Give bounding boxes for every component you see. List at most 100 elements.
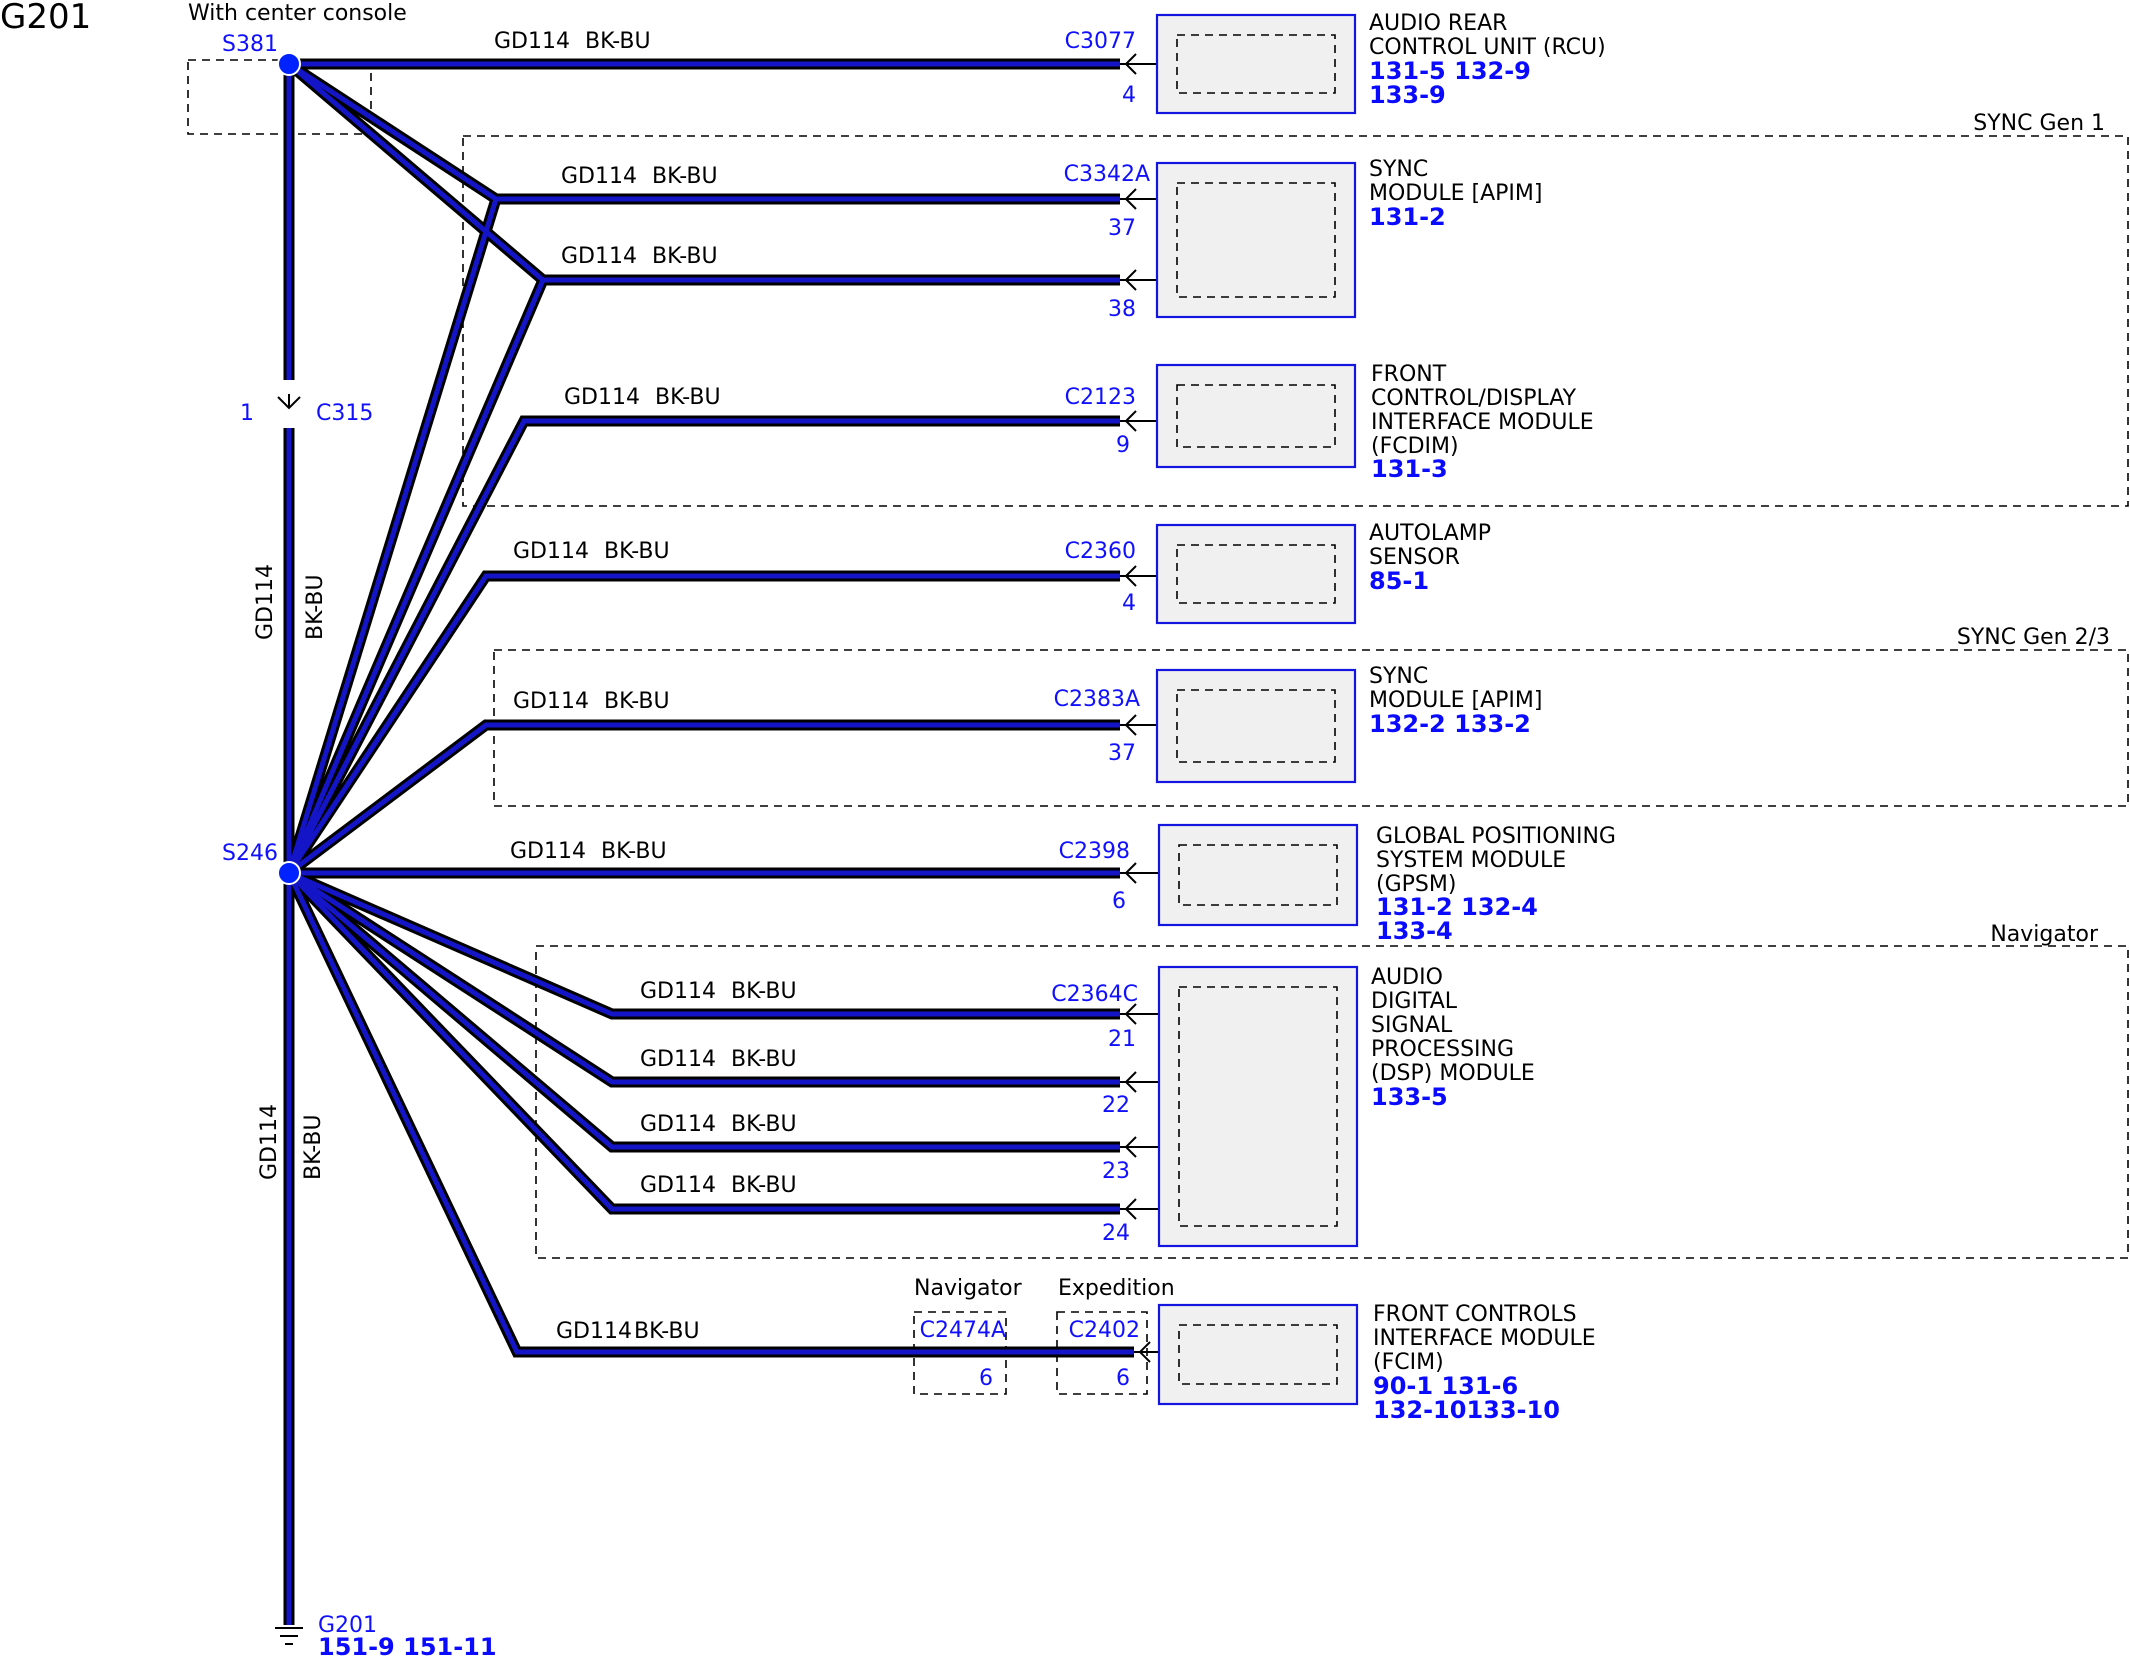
wire-label-code: GD114 [640, 1112, 716, 1137]
wire-label-color: BK-BU [652, 164, 718, 189]
wire-label-color: BK-BU [634, 1319, 700, 1344]
module-name-line: MODULE [APIM] [1369, 181, 1542, 206]
pin-label: 6 [1112, 889, 1126, 914]
wire-label-color: BK-BU [731, 1047, 797, 1072]
wire-label-color: BK-BU [731, 979, 797, 1004]
pin-label: 37 [1108, 216, 1136, 241]
ground-g201 [275, 1627, 303, 1645]
connector-arrow-symbol [1120, 1003, 1159, 1025]
connector-arrows [1120, 53, 1159, 1363]
connector-label: C2383A [1054, 687, 1140, 712]
pin-label: 38 [1108, 297, 1136, 322]
module-name-line: AUDIO REAR [1369, 11, 1507, 36]
pin-label: 4 [1122, 591, 1136, 616]
connector-arrow-symbol [1120, 410, 1157, 432]
connector-arrow-symbol [1120, 1071, 1159, 1093]
module-name-line: (DSP) MODULE [1371, 1061, 1535, 1086]
wire-label-code: GD114 [564, 385, 640, 410]
pin-label: 4 [1122, 83, 1136, 108]
module-fcim: C2474A 6 C2402 6 FRONT CONTROLS INTERFAC… [920, 1302, 1596, 1424]
pin-label: 21 [1108, 1027, 1136, 1052]
module-name-line: SYSTEM MODULE [1376, 848, 1566, 873]
wire-label-code: GD114 [561, 164, 637, 189]
connector-label: C2360 [1065, 539, 1136, 564]
module-name-line: AUTOLAMP [1369, 521, 1491, 546]
connector-arrow-symbol [1120, 188, 1157, 210]
module-name-line: FRONT [1371, 362, 1447, 387]
region-navigator-small-label: Navigator [914, 1276, 1023, 1301]
wire-label-code: GD114 [561, 244, 637, 269]
module-sync-gen23: C2383A 37 SYNC MODULE [APIM] 132-2 133-2 [1054, 664, 1542, 784]
page-ref: 133-9 [1369, 81, 1446, 109]
inline-connector-label: C315 [316, 401, 373, 426]
connector-arrow-symbol [1120, 862, 1159, 884]
module-rcu: C3077 4 AUDIO REAR CONTROL UNIT (RCU) 13… [1065, 11, 1606, 115]
vertical-wire-color-lower: BK-BU [301, 1114, 326, 1180]
region-sync-gen1-label: SYNC Gen 1 [1973, 111, 2105, 136]
module-name-line: DIGITAL [1371, 989, 1458, 1014]
wire-label-color: BK-BU [604, 539, 670, 564]
wire-label-color: BK-BU [604, 689, 670, 714]
wire-label-color: BK-BU [731, 1173, 797, 1198]
connector-arrow-symbol [1120, 1198, 1159, 1220]
wire-label-code: GD114 [640, 1047, 716, 1072]
module-name-line: SIGNAL [1371, 1013, 1453, 1038]
module-name-line: FRONT CONTROLS [1373, 1302, 1577, 1327]
page-ref: 131-2 132-4 [1376, 893, 1538, 921]
splice-s381 [277, 52, 301, 76]
wire-label-color: BK-BU [731, 1112, 797, 1137]
region-expedition-small-label: Expedition [1058, 1276, 1175, 1301]
module-name-line: (FCIM) [1373, 1350, 1444, 1375]
vertical-wire-code-upper: GD114 [253, 564, 278, 640]
inline-pin-label: 1 [240, 401, 254, 426]
wire-label-color: BK-BU [652, 244, 718, 269]
region-center-console-label: With center console [188, 1, 407, 26]
connector-arrow-symbol [1120, 53, 1157, 75]
module-name-line: MODULE [APIM] [1369, 688, 1542, 713]
module-name-line: GLOBAL POSITIONING [1376, 824, 1616, 849]
wire-label-color: BK-BU [601, 839, 667, 864]
wires [283, 58, 1134, 1625]
module-name-line: INTERFACE MODULE [1373, 1326, 1596, 1351]
region-navigator-label: Navigator [1990, 922, 2099, 947]
connector-label: C2474A [920, 1318, 1006, 1343]
connector-label: C2364C [1051, 982, 1138, 1007]
module-name-line: AUDIO [1371, 965, 1443, 990]
page-ref: 131-3 [1371, 455, 1448, 483]
module-name-line: PROCESSING [1371, 1037, 1514, 1062]
connector-arrow-symbol [1134, 1341, 1159, 1363]
inline-connector-symbol [277, 394, 301, 410]
module-name-line: SYNC [1369, 157, 1428, 182]
pin-label: 37 [1108, 741, 1136, 766]
wire-label-color: BK-BU [655, 385, 721, 410]
module-name-line: CONTROL UNIT (RCU) [1369, 35, 1606, 60]
ground-label: G201 [318, 1613, 377, 1638]
wire-label-code: GD114 [513, 689, 589, 714]
page-ref: 90-1 131-6 [1373, 1372, 1518, 1400]
pin-label: 9 [1116, 433, 1130, 458]
ground-page-refs: 151-9 151-11 [318, 1633, 497, 1657]
pin-label: 24 [1102, 1221, 1130, 1246]
module-fcdim: C2123 9 FRONT CONTROL/DISPLAY INTERFACE … [1065, 362, 1594, 483]
page-ref: 133-5 [1371, 1083, 1448, 1111]
wire-label-code: GD114 [494, 29, 570, 54]
connector-label: C3342A [1064, 162, 1150, 187]
page-ref: 133-4 [1376, 917, 1453, 945]
connector-arrow-symbol [1120, 565, 1157, 587]
module-name-line: SYNC [1369, 664, 1428, 689]
connector-label: C2123 [1065, 385, 1136, 410]
module-name-line: (GPSM) [1376, 872, 1456, 897]
vertical-wire-code-lower: GD114 [257, 1104, 282, 1180]
pin-label: 22 [1102, 1093, 1130, 1118]
wire-label-code: GD114 [640, 979, 716, 1004]
connector-arrow-symbol [1120, 269, 1157, 291]
splice-s246-label: S246 [222, 841, 278, 866]
page-ref: 132-2 133-2 [1369, 710, 1531, 738]
wire-label-code: GD114 [556, 1319, 632, 1344]
connector-label: C2402 [1069, 1318, 1140, 1343]
module-gpsm: C2398 6 GLOBAL POSITIONING SYSTEM MODULE… [1059, 823, 1616, 945]
wire-label-color: BK-BU [585, 29, 651, 54]
wire-label-code: GD114 [513, 539, 589, 564]
splice-s246 [277, 861, 301, 885]
